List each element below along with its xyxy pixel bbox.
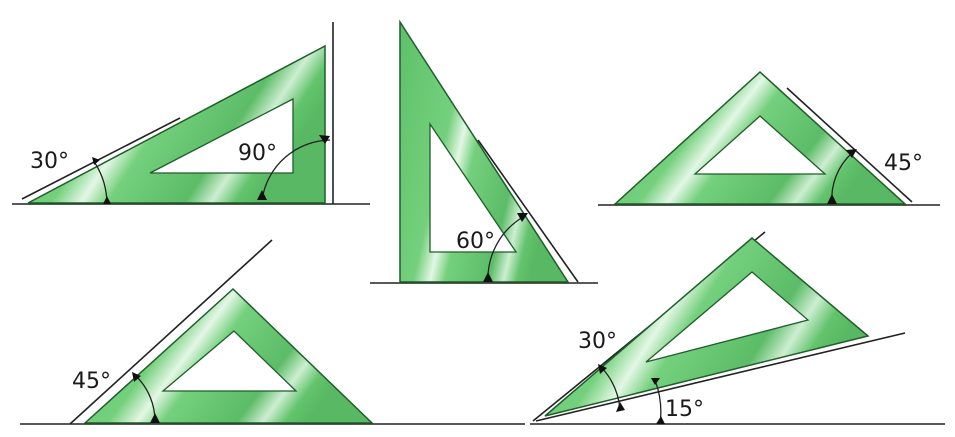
arrow-head <box>598 364 607 374</box>
guide-line-15 <box>535 332 906 422</box>
panel-30-15-setsquare: 30° 15° <box>530 231 945 425</box>
hypotenuse-guide-line <box>21 117 181 200</box>
arrow-head <box>651 378 660 385</box>
hypotenuse-guide-line <box>69 239 273 425</box>
panel-60-setsquare: 60° <box>370 19 598 284</box>
arrow-head <box>656 416 665 424</box>
angle-label-45: 45° <box>72 369 111 394</box>
arrow-head <box>92 157 100 165</box>
angle-label-30: 30° <box>30 149 69 174</box>
arrow-head <box>827 194 837 204</box>
setsquare-cutout <box>161 330 298 392</box>
arrow-head <box>150 413 160 423</box>
panel-45-setsquare-top: 45° <box>598 70 940 206</box>
arrow-head <box>132 372 141 382</box>
setsquare-cutout <box>693 115 827 175</box>
arrow-head <box>103 196 111 204</box>
setsquare-cutout <box>645 271 810 363</box>
setsquare-cutout <box>149 97 294 174</box>
arrow-head <box>517 213 528 222</box>
arrow-head <box>616 402 625 412</box>
arrow-head <box>319 135 330 144</box>
setsquare-cutout <box>429 121 518 253</box>
arrow-head <box>846 149 857 158</box>
angle-label-30: 30° <box>578 329 617 354</box>
arrow-head <box>483 272 493 282</box>
panel-45-setsquare-bottom: 45° <box>20 239 525 425</box>
hypotenuse-guide-line <box>477 139 579 283</box>
angle-label-15: 15° <box>665 397 704 422</box>
angle-label-60: 60° <box>456 229 495 254</box>
arrow-head <box>257 190 267 200</box>
angle-arc-90 <box>261 139 331 201</box>
angle-label-90: 90° <box>238 141 277 166</box>
hypotenuse-guide-line <box>786 87 913 203</box>
panel-30-90-setsquare: 30° 90° <box>12 22 370 205</box>
angle-label-45: 45° <box>884 151 923 176</box>
